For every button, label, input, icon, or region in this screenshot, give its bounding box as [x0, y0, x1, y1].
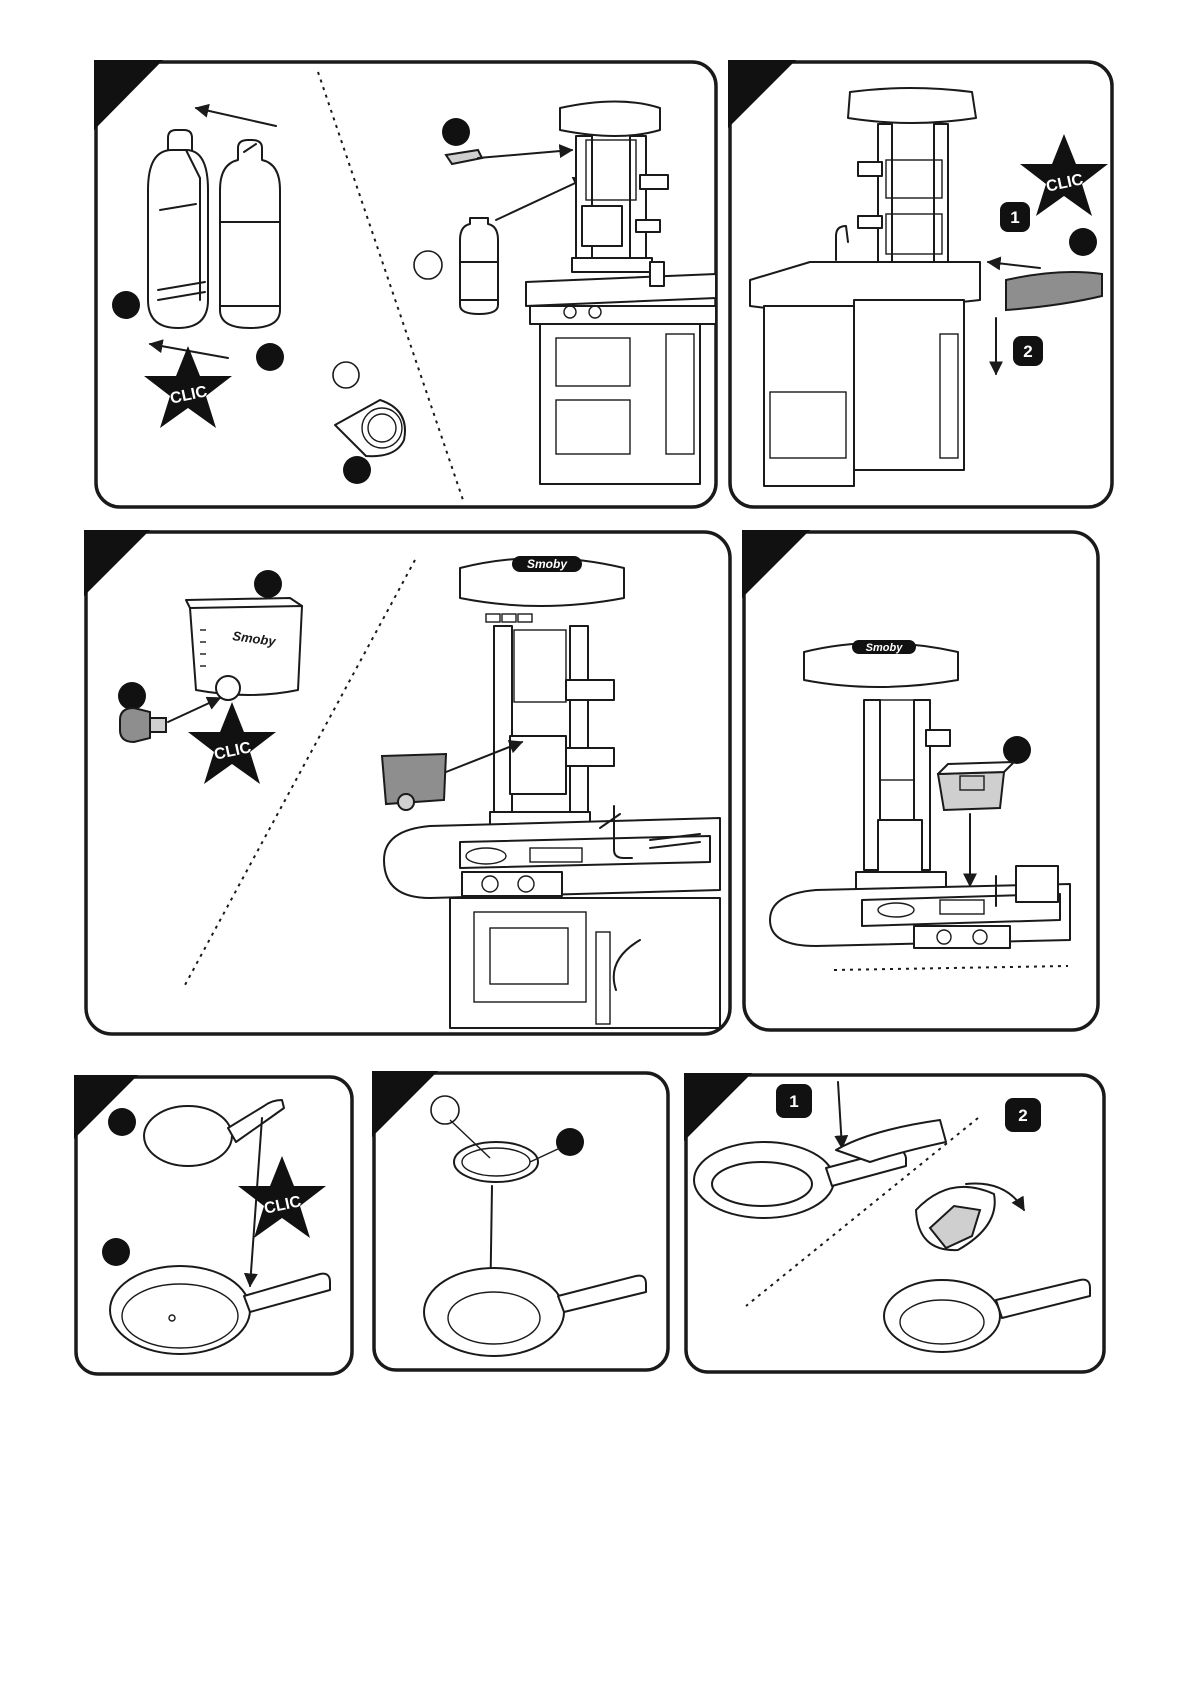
filled-circle-icon	[442, 118, 470, 146]
panel-step-4: Smoby	[742, 530, 1098, 1030]
open-circle-icon	[431, 1096, 459, 1124]
panel-step-2: CLIC 1 2	[728, 60, 1112, 507]
filled-circle-icon	[118, 682, 146, 710]
filled-circle-icon	[1069, 228, 1097, 256]
panel-step-3: Smoby CLIC Smoby	[84, 530, 730, 1034]
step-badge-two: 2	[1013, 336, 1043, 366]
panel-step-5: CLIC	[74, 1075, 352, 1374]
filled-circle-icon	[254, 570, 282, 598]
panel-step-7: 1 2	[684, 1073, 1104, 1372]
step-badge-two: 2	[1005, 1098, 1041, 1132]
svg-text:1: 1	[789, 1092, 798, 1111]
filled-circle-icon	[108, 1108, 136, 1136]
open-circle-icon	[333, 362, 359, 388]
water-bottle-illustration	[220, 140, 280, 328]
filled-circle-icon	[556, 1128, 584, 1156]
filled-circle-icon	[102, 1238, 130, 1266]
open-circle-icon	[414, 251, 442, 279]
svg-text:2: 2	[1018, 1106, 1027, 1125]
svg-text:Smoby: Smoby	[527, 557, 568, 571]
filled-circle-icon	[112, 291, 140, 319]
svg-text:1: 1	[1010, 208, 1019, 227]
panel-step-6	[372, 1071, 668, 1370]
step-badge-one: 1	[776, 1084, 812, 1118]
svg-text:2: 2	[1023, 342, 1032, 361]
water-tank-illustration: Smoby	[186, 598, 302, 700]
filled-circle-icon	[343, 456, 371, 484]
bottle-holder-illustration	[148, 130, 208, 328]
step-badge-one: 1	[1000, 202, 1030, 232]
filled-circle-icon	[256, 343, 284, 371]
pan-insert-disc-illustration	[454, 1142, 538, 1182]
filled-circle-icon	[1003, 736, 1031, 764]
panel-step-1: CLIC	[94, 60, 716, 507]
svg-text:Smoby: Smoby	[866, 642, 904, 654]
